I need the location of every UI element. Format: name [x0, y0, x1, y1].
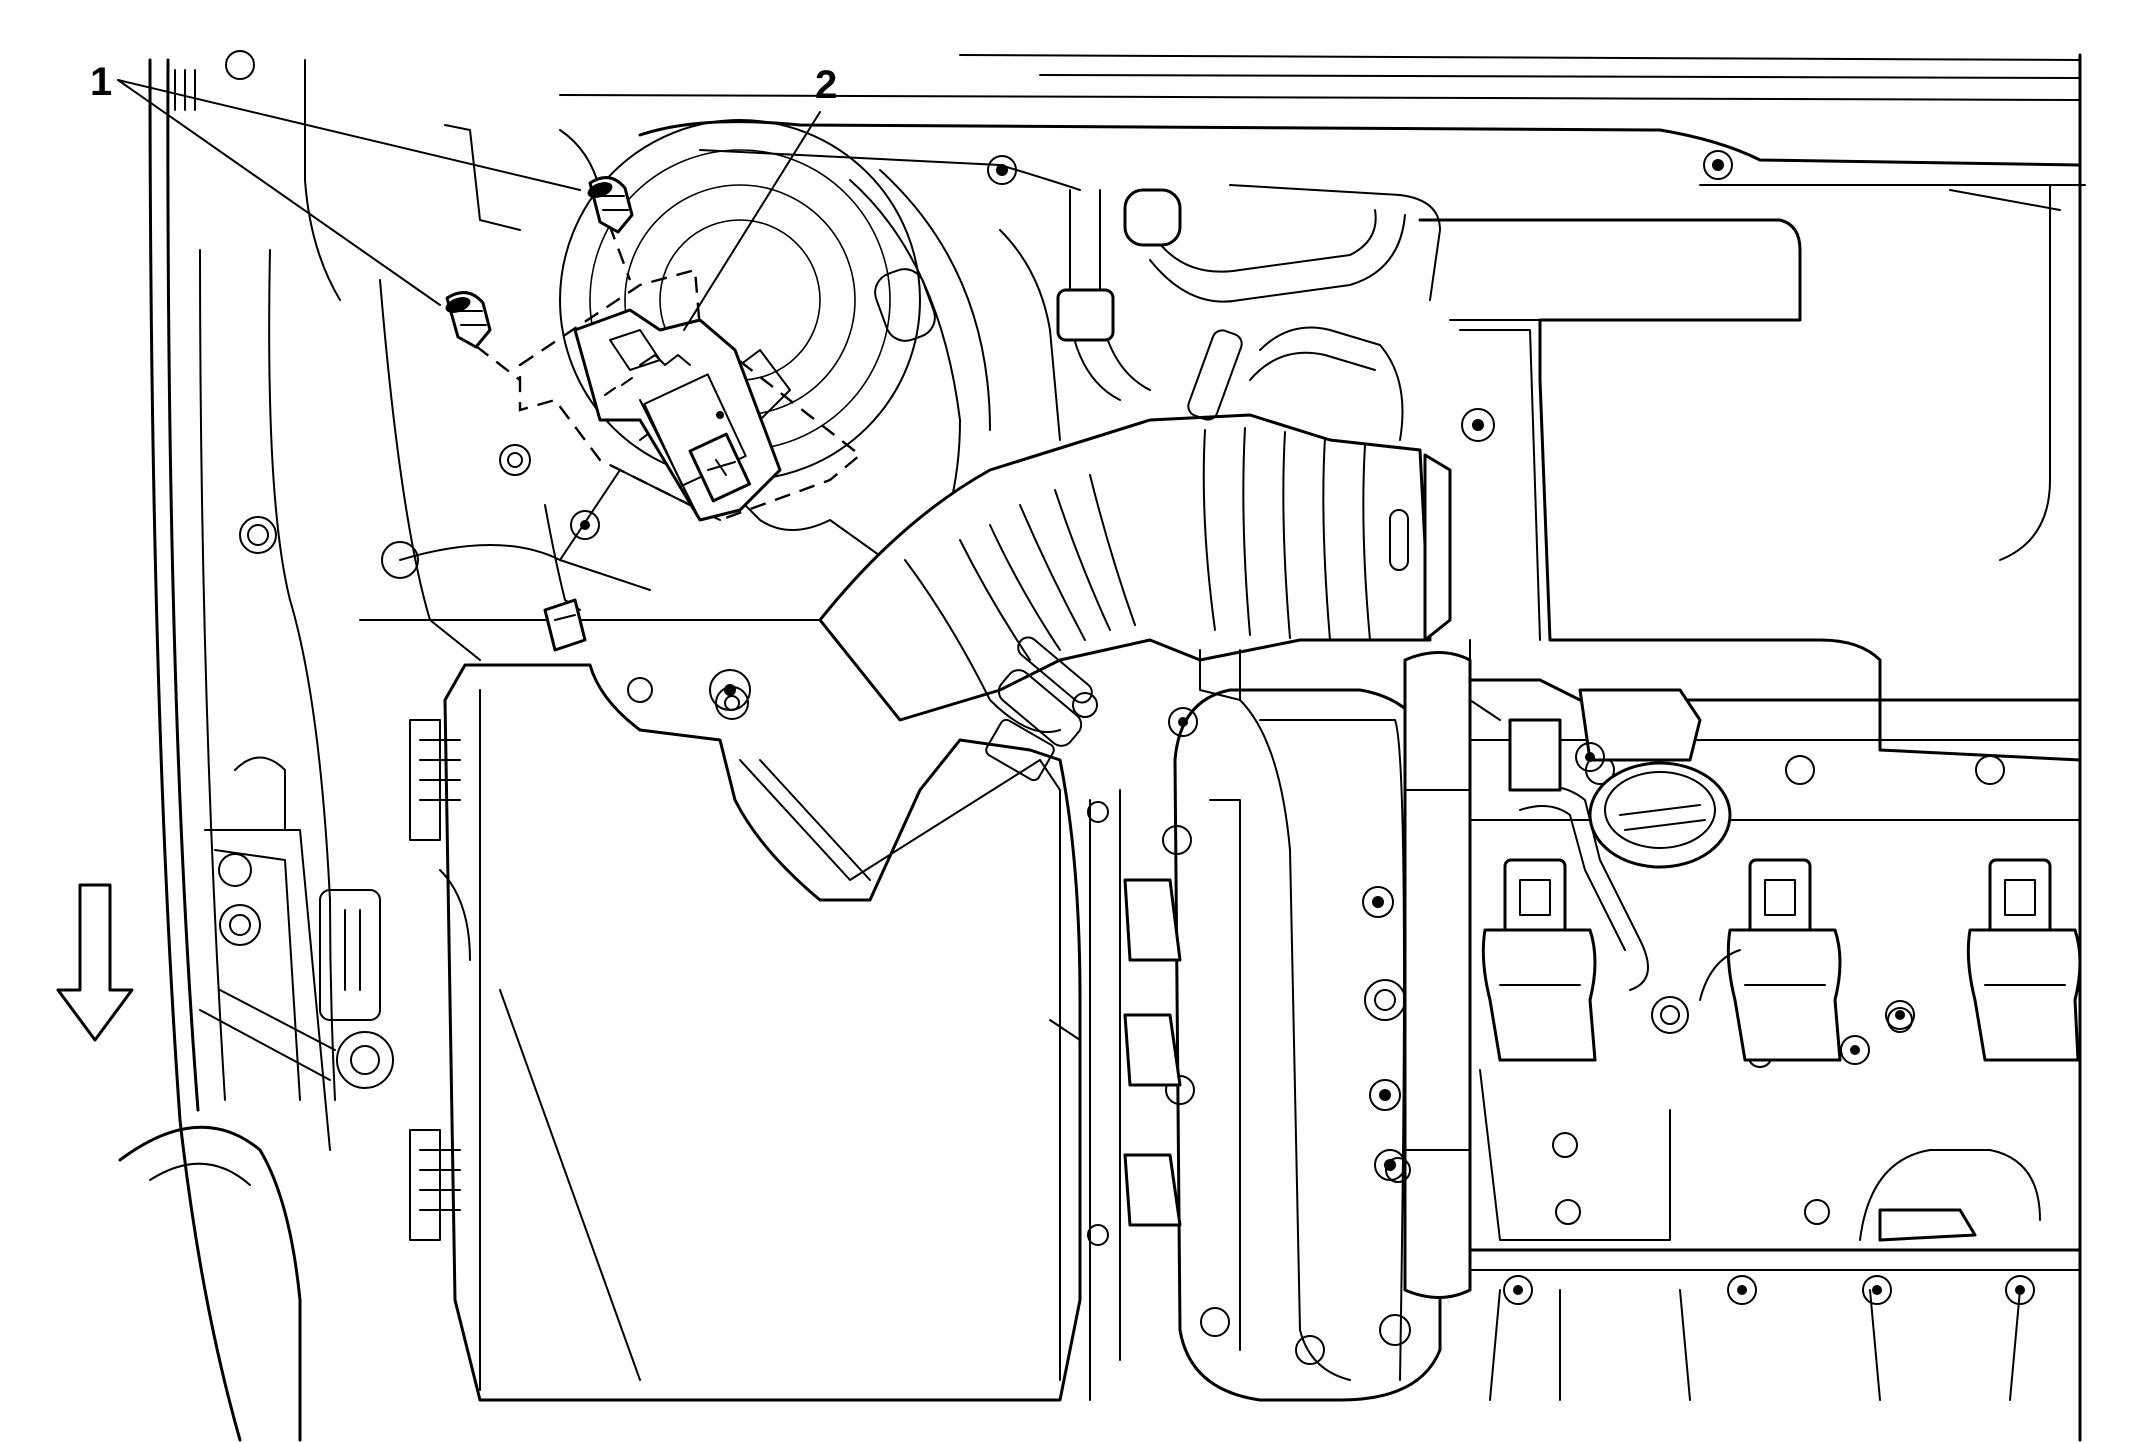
camshaft-cover [1468, 678, 2082, 1401]
oil-fill-cap [1508, 688, 1732, 991]
engine-cover-upper-right [1418, 218, 2082, 721]
left-fender-panel [118, 50, 394, 1442]
callout-leaders [117, 79, 821, 331]
bracket-fastener-lower [445, 291, 492, 349]
bracket-fastener-upper [587, 176, 634, 234]
ignition-coil-3 [1885, 858, 2082, 1062]
ignition-coil-1 [1481, 858, 1689, 1062]
intake-air-duct [818, 413, 1452, 747]
air-cleaner-housing [409, 663, 1121, 1402]
intake-manifold [1123, 688, 1442, 1402]
callout-label-2: 2 [815, 63, 837, 107]
front-direction-arrow [56, 883, 134, 1042]
ignition-coil-2 [1699, 858, 1870, 1065]
cowl-panel [559, 53, 2086, 1442]
pcv-tube [1385, 651, 1472, 1299]
sensor-module [573, 308, 782, 522]
reservoir-area [359, 119, 1011, 711]
coolant-hoses [999, 184, 1495, 442]
callout-label-1: 1 [90, 60, 112, 104]
